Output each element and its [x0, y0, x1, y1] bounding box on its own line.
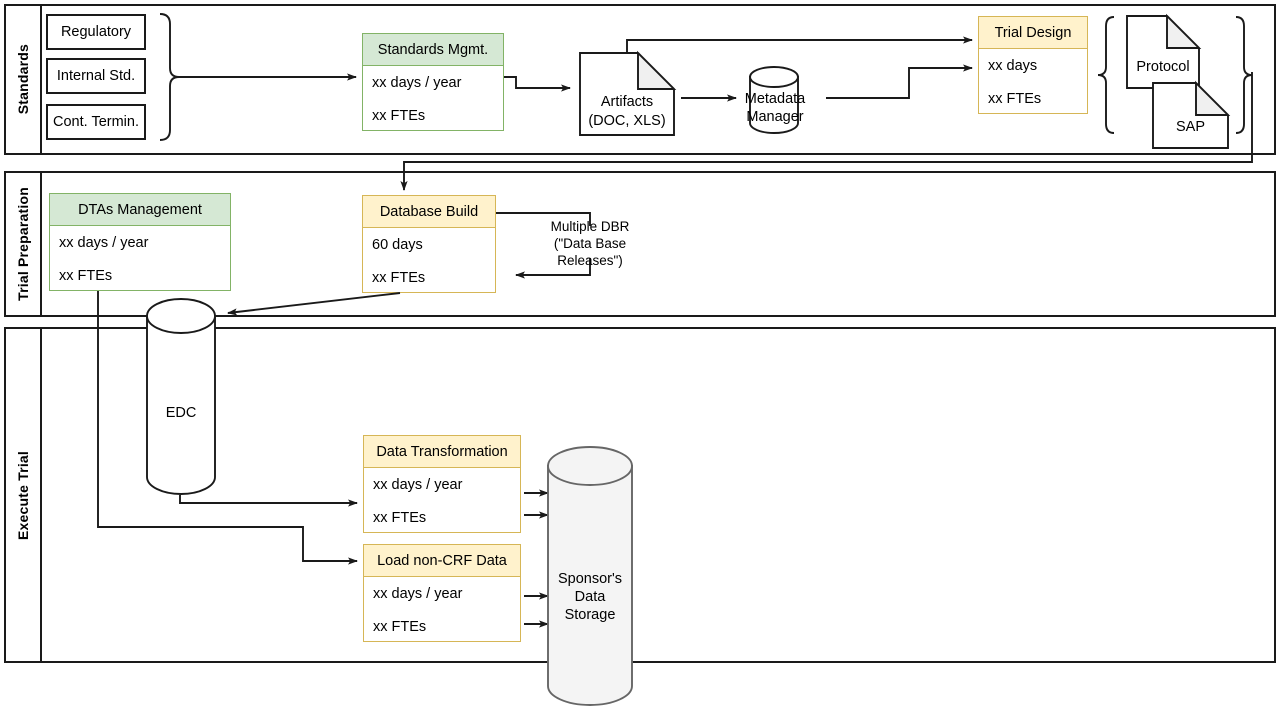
card-database-build-row-1: xx FTEs	[372, 269, 426, 286]
card-data-transformation-title: Data Transformation	[364, 436, 520, 468]
document-sap[interactable]	[1152, 80, 1231, 149]
lane-title-trial-preparation: Trial Preparation	[6, 173, 42, 315]
annotation-multiple-dbr-line3: Releases")	[557, 253, 623, 268]
connector-edc-to-data-transformation	[179, 495, 358, 507]
card-load-non-crf-data-row-1: xx FTEs	[373, 618, 427, 635]
connector-standards-mgmt-to-artifacts	[504, 76, 571, 92]
input-box-cont-termin-label: Cont. Termin.	[53, 114, 139, 130]
document-artifacts-line1: Artifacts	[600, 94, 654, 110]
input-box-cont-termin[interactable]: Cont. Termin.	[46, 104, 146, 140]
annotation-multiple-dbr: Multiple DBR ("Data Base Releases")	[521, 218, 659, 269]
annotation-multiple-dbr-line2: ("Data Base	[553, 236, 627, 251]
datastore-edc-label: EDC	[147, 404, 215, 422]
card-trial-design[interactable]: Trial Design xx days xx FTEs	[978, 16, 1088, 114]
datastore-sponsor-storage-label: Sponsor's Data Storage	[548, 570, 632, 624]
card-database-build-title: Database Build	[363, 196, 495, 228]
connector-artifacts-to-trial-design-top	[626, 36, 973, 63]
connector-metadata-manager-to-trial-design	[826, 64, 973, 99]
lane-title-execute-trial: Execute Trial	[6, 329, 42, 661]
input-box-regulatory[interactable]: Regulatory	[46, 14, 146, 50]
card-trial-design-row-1: xx FTEs	[988, 90, 1042, 107]
datastore-sponsor-storage[interactable]	[547, 446, 633, 706]
connector-multiple-dbr-loop	[496, 212, 591, 226]
card-load-non-crf-data-title: Load non-CRF Data	[364, 545, 520, 577]
card-load-non-crf-data-row-0: xx days / year	[373, 585, 463, 602]
card-standards-mgmt-row-0: xx days / year	[372, 74, 462, 91]
datastore-edc[interactable]	[146, 298, 216, 495]
document-artifacts[interactable]	[579, 50, 677, 136]
document-artifacts-label: Artifacts (DOC, XLS)	[578, 93, 676, 131]
connector-multiple-dbr-return	[515, 258, 591, 279]
document-sap-text: SAP	[1175, 119, 1205, 135]
annotation-multiple-dbr-line1: Multiple DBR	[550, 219, 630, 234]
metadata-manager-line2: Manager	[746, 109, 804, 125]
card-standards-mgmt-row-1: xx FTEs	[372, 107, 426, 124]
card-trial-design-row-0: xx days	[988, 57, 1038, 74]
card-standards-mgmt[interactable]: Standards Mgmt. xx days / year xx FTEs	[362, 33, 504, 131]
datastore-edc-text: EDC	[165, 405, 197, 421]
document-protocol[interactable]	[1126, 13, 1202, 89]
card-dtas-management[interactable]: DTAs Management xx days / year xx FTEs	[49, 193, 231, 291]
card-standards-mgmt-title: Standards Mgmt.	[363, 34, 503, 66]
datastore-metadata-manager-label: Metadata Manager	[734, 90, 816, 126]
brace-inputs	[159, 13, 180, 141]
card-load-non-crf-data[interactable]: Load non-CRF Data xx days / year xx FTEs	[363, 544, 521, 642]
input-box-regulatory-label: Regulatory	[60, 24, 132, 40]
document-protocol-text: Protocol	[1136, 59, 1190, 75]
document-protocol-label: Protocol	[1127, 59, 1199, 75]
card-dtas-management-row-1: xx FTEs	[59, 267, 113, 284]
lane-title-standards: Standards	[6, 6, 42, 153]
brace-docs-right	[1235, 16, 1253, 134]
card-data-transformation[interactable]: Data Transformation xx days / year xx FT…	[363, 435, 521, 533]
document-sap-label: SAP	[1153, 119, 1228, 135]
connector-database-build-to-edc	[227, 292, 401, 316]
sponsor-storage-line1: Sponsor's	[557, 571, 623, 587]
card-database-build-row-0: 60 days	[372, 236, 423, 253]
metadata-manager-line1: Metadata	[744, 91, 806, 107]
connector-trial-design-group-to-database-build	[400, 72, 1253, 191]
card-data-transformation-row-0: xx days / year	[373, 476, 463, 493]
sponsor-storage-line2: Data	[574, 589, 606, 605]
input-box-internal-std[interactable]: Internal Std.	[46, 58, 146, 94]
card-dtas-management-title: DTAs Management	[50, 194, 230, 226]
datastore-metadata-manager[interactable]	[749, 66, 799, 134]
lane-execute-trial: Execute Trial	[4, 327, 1276, 663]
card-data-transformation-row-1: xx FTEs	[373, 509, 427, 526]
card-trial-design-title: Trial Design	[979, 17, 1087, 49]
sponsor-storage-line3: Storage	[564, 607, 616, 623]
card-database-build[interactable]: Database Build 60 days xx FTEs	[362, 195, 496, 293]
input-box-internal-std-label: Internal Std.	[56, 68, 136, 84]
card-dtas-management-row-0: xx days / year	[59, 234, 149, 251]
connector-dtas-to-load-non-crf	[97, 291, 358, 565]
document-artifacts-line2: (DOC, XLS)	[588, 113, 666, 129]
brace-docs-left	[1097, 16, 1115, 134]
